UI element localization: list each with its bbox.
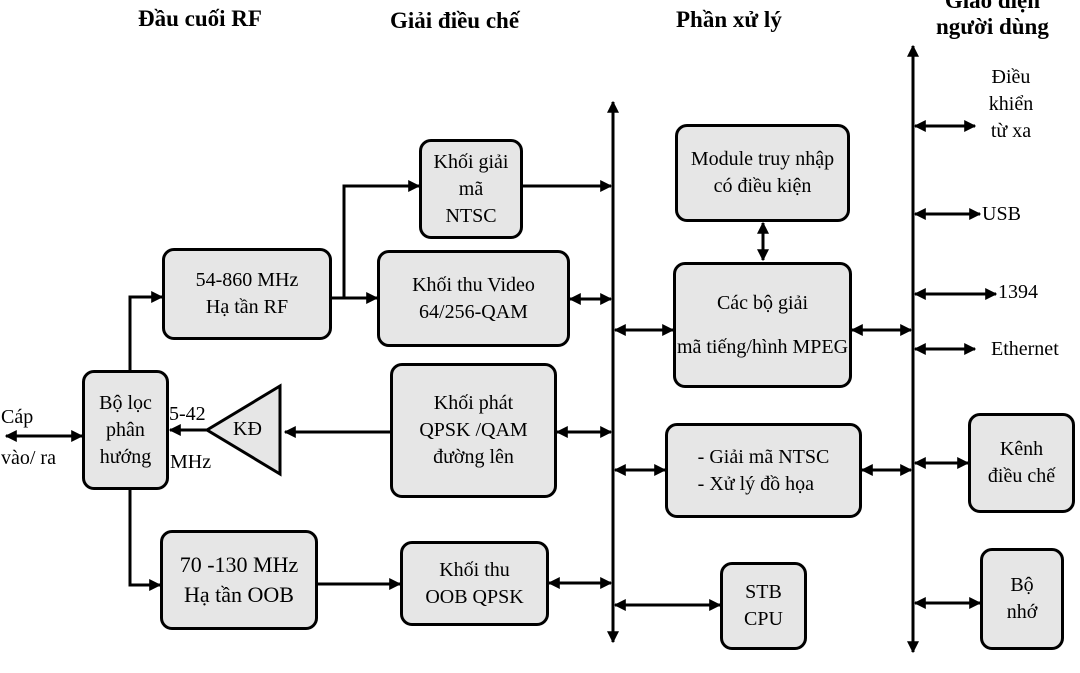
amplifier-triangle bbox=[204, 383, 282, 477]
cable-label: Cáp vào/ ra bbox=[1, 406, 56, 469]
rf-to-ntsc-arrow bbox=[342, 180, 421, 298]
ntsc-graphics-box: - Giải mã NTSC - Xử lý đồ họa bbox=[665, 423, 862, 518]
remote-control-label: Điều khiển từ xa bbox=[988, 66, 1034, 142]
conditional-access-box: Module truy nhập có điều kiện bbox=[675, 124, 850, 222]
mpeg-decoder-label: Các bộ giải mã tiếng/hình MPEG bbox=[676, 292, 849, 358]
ntsc-decoder-box: Khối giải mã NTSC bbox=[419, 139, 523, 239]
usb-label: USB bbox=[982, 203, 1021, 225]
ntsc-graphics-label: - Giải mã NTSC - Xử lý đồ họa bbox=[697, 445, 830, 495]
video-receiver-label: Khối thu Video 64/256-QAM bbox=[412, 273, 535, 323]
amplifier-label: KĐ bbox=[233, 418, 262, 440]
oob-downconverter-label: 70 -130 MHz Hạ tần OOB bbox=[179, 552, 299, 607]
filter-to-rf-arrow bbox=[128, 291, 164, 372]
upstream-band-bottom-label: MHz bbox=[170, 451, 212, 473]
modulation-channel-label: Kênh điều chế bbox=[987, 438, 1056, 487]
memory-label: Bộ nhớ bbox=[1006, 574, 1038, 623]
upstream-band-top-label: 5-42 bbox=[169, 403, 206, 425]
mpeg-decoder-box: Các bộ giải mã tiếng/hình MPEG bbox=[673, 262, 852, 388]
video-receiver-box: Khối thu Video 64/256-QAM bbox=[377, 250, 570, 347]
modulation-channel-box: Kênh điều chế bbox=[968, 413, 1075, 513]
ieee1394-label: 1394 bbox=[998, 281, 1038, 303]
ntsc-decoder-label: Khối giải mã NTSC bbox=[433, 150, 509, 227]
stb-cpu-box: STB CPU bbox=[720, 562, 807, 650]
header-demod: Giải điều chế bbox=[390, 8, 520, 33]
rf-downconverter-label: 54-860 MHz Hạ tần RF bbox=[195, 269, 299, 318]
diplex-filter-label: Bộ lọc phân hướng bbox=[99, 391, 152, 468]
rf-downconverter-box: 54-860 MHz Hạ tần RF bbox=[162, 248, 332, 340]
oob-downconverter-box: 70 -130 MHz Hạ tần OOB bbox=[160, 530, 318, 630]
filter-to-oob-arrow bbox=[128, 490, 162, 591]
diplex-filter-box: Bộ lọc phân hướng bbox=[82, 370, 169, 490]
qpsk-transmitter-label: Khối phát QPSK /QAM đường lên bbox=[419, 392, 528, 468]
stb-cpu-label: STB CPU bbox=[744, 581, 783, 630]
conditional-access-label: Module truy nhập có điều kiện bbox=[690, 148, 835, 197]
memory-box: Bộ nhớ bbox=[980, 548, 1064, 650]
header-user-interface: Giao diện người dùng bbox=[936, 0, 1049, 39]
qpsk-transmitter-box: Khối phát QPSK /QAM đường lên bbox=[390, 363, 557, 498]
oob-receiver-box: Khối thu OOB QPSK bbox=[400, 541, 549, 626]
header-rf: Đầu cuối RF bbox=[138, 6, 262, 31]
oob-receiver-label: Khối thu OOB QPSK bbox=[425, 558, 524, 608]
ethernet-label: Ethernet bbox=[991, 338, 1059, 360]
header-processing: Phần xử lý bbox=[676, 7, 782, 32]
